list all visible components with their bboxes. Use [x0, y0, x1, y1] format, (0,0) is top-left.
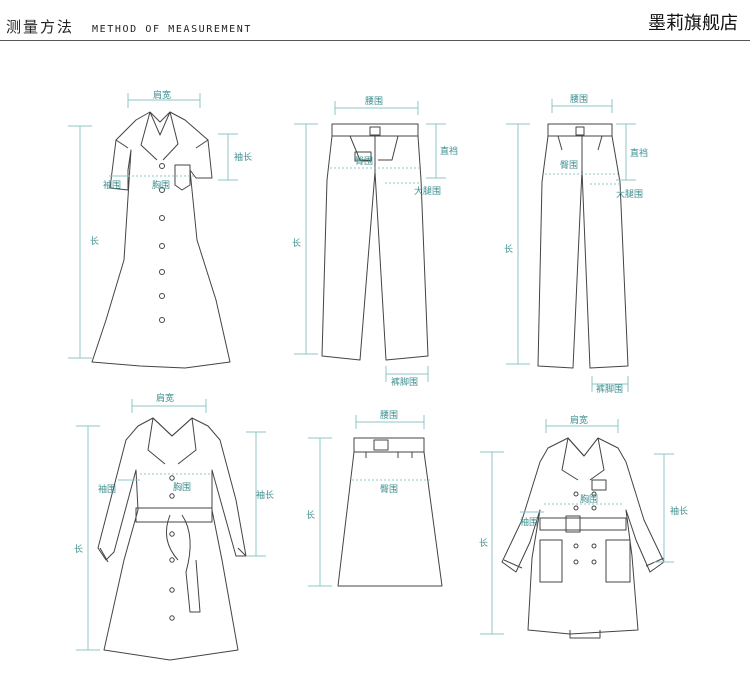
label-waist-trousers: 腰围 — [570, 94, 588, 105]
a-line-skirt-measures: 腰围 臀围 长 — [306, 410, 430, 587]
label-hip-jeans: 臀围 — [355, 156, 373, 167]
trench-coat-measures: 肩宽 袖长 袖围 胸围 长 — [479, 414, 688, 635]
label-length-coatdress: 长 — [74, 543, 83, 555]
straight-trousers-figure — [537, 123, 629, 369]
coat-dress-buttons — [169, 475, 175, 621]
label-shoulder: 肩宽 — [153, 89, 171, 101]
label-thigh-jeans: 大腿围 — [414, 185, 441, 197]
label-length-trench: 长 — [479, 537, 488, 549]
label-hem-trousers: 裤脚围 — [596, 383, 623, 395]
label-rise-jeans: 直裆 — [440, 145, 458, 157]
label-length: 长 — [90, 235, 99, 247]
label-hip-trousers: 臀围 — [560, 160, 578, 171]
flare-jeans-figure — [321, 123, 429, 361]
trench-coat-figure — [501, 437, 665, 639]
label-sleeve-length-trench: 袖长 — [670, 505, 688, 517]
label-rise-trousers: 直裆 — [630, 147, 648, 159]
label-sleeve-length-coatdress: 袖长 — [256, 489, 274, 501]
label-hem-jeans: 裤脚围 — [391, 376, 418, 388]
label-shoulder-coatdress: 肩宽 — [156, 392, 174, 404]
belted-coat-dress-measures: 肩宽 袖长 袖围 胸围 长 — [74, 392, 274, 651]
title-english: METHOD OF MEASUREMENT — [92, 24, 253, 35]
title-chinese: 测量方法 — [6, 18, 75, 36]
label-sleeve-circ: 袖围 — [103, 179, 121, 191]
label-bust: 胸围 — [152, 179, 170, 191]
dress-buttons — [159, 163, 165, 323]
label-length-skirt: 长 — [306, 509, 315, 521]
label-bust-trench: 胸围 — [580, 493, 598, 505]
label-sleeve-circ-coatdress: 袖围 — [98, 483, 116, 495]
label-waist-skirt: 腰围 — [380, 410, 398, 421]
label-length-jeans: 长 — [292, 237, 301, 249]
shirt-dress-measures: 肩宽 袖长 袖围 胸围 长 — [68, 89, 252, 359]
label-shoulder-trench: 肩宽 — [570, 414, 588, 426]
a-line-skirt-figure — [337, 437, 443, 587]
label-sleeve-length: 袖长 — [234, 151, 252, 163]
straight-trousers-measures: 腰围 直裆 臀围 大腿围 长 裤脚围 — [504, 94, 648, 395]
label-length-trousers: 长 — [504, 243, 513, 255]
label-thigh-trousers: 大腿围 — [616, 188, 643, 200]
label-bust-coatdress: 胸围 — [173, 481, 191, 493]
label-waist-jeans: 腰围 — [365, 96, 383, 107]
belted-coat-dress-figure — [97, 417, 247, 661]
label-sleeve-circ-trench: 袖围 — [520, 516, 538, 528]
shirt-dress-figure — [91, 111, 231, 369]
page-header: 测量方法 METHOD OF MEASUREMENT 墨莉旗舰店 — [0, 0, 750, 42]
brand-name: 墨莉旗舰店 — [648, 13, 738, 34]
trench-buttons — [573, 491, 597, 565]
flare-jeans-measures: 腰围 直裆 臀围 大腿围 长 裤脚围 — [292, 96, 458, 388]
header-divider — [0, 40, 750, 41]
label-hip-skirt: 臀围 — [380, 484, 398, 495]
